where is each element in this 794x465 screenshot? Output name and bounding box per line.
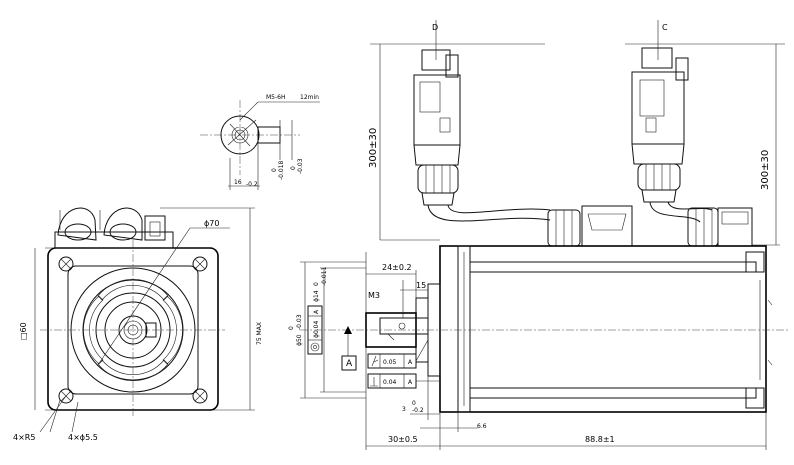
front-len-label: 30±0.5 xyxy=(388,435,418,444)
shaft-tol-upper: 0 xyxy=(271,168,278,172)
thread-spec-label: M5-6H xyxy=(266,94,286,101)
shaft-len-label: 24±0.2 xyxy=(382,263,412,272)
max-height-label: 75 MAX xyxy=(256,322,263,345)
square-label: □60 xyxy=(19,322,28,340)
pilot-dia-tol-upper: 0 xyxy=(288,326,295,330)
shaft-dia-tol-lower: -0.011 xyxy=(321,266,328,286)
holes-label: 4×ϕ5.5 xyxy=(68,433,98,442)
perp-tol-label: 0.04 xyxy=(383,379,397,386)
datum-a-label: A xyxy=(346,359,353,369)
flange-thk-label: 3 xyxy=(402,406,406,413)
shaft-tol-lower: -0.018 xyxy=(278,160,285,180)
pilot-dia-tol-lower: -0.03 xyxy=(296,314,303,330)
shaft-dia-label: ϕ14 xyxy=(313,290,320,302)
concentric-datum: A xyxy=(313,309,320,314)
runout-datum: A xyxy=(408,359,413,366)
key-len-label: 15 xyxy=(416,281,426,290)
m3-label: M3 xyxy=(368,291,380,300)
connector-c-label: C xyxy=(662,23,668,32)
keyway-tol-lower: -0.03 xyxy=(297,158,304,174)
key-width-label: 16 xyxy=(234,179,242,186)
flange-thk-tol-lower: -0.2 xyxy=(412,407,424,414)
thread-depth-label: 12min xyxy=(300,94,319,101)
cable-len-left-label: 300±30 xyxy=(368,128,379,168)
keyway-tol-upper: 0 xyxy=(290,166,297,170)
shaft-dia-tol-upper: 0 xyxy=(313,282,320,286)
side-view: D C 300±30 300±30 xyxy=(288,20,790,450)
flange-thk-tol-upper: 0 xyxy=(412,400,416,407)
perp-datum: A xyxy=(408,379,413,386)
pilot-dia-label: ϕ50 xyxy=(296,334,303,346)
body-len-label: 88.8±1 xyxy=(585,435,615,444)
key-width-tol: -0.2 xyxy=(246,181,258,188)
front-view: ϕ70 □60 75 MAX 4×R5 4×ϕ5.5 xyxy=(13,207,263,442)
pcd-label: ϕ70 xyxy=(204,219,219,228)
connector-d-label: D xyxy=(432,23,438,32)
corner-radius-label: 4×R5 xyxy=(13,433,35,442)
shaft-end-detail: M5-6H 12min 16 -0.2 0 -0.018 0 -0.03 xyxy=(200,94,320,190)
flange-width-label: 6.6 xyxy=(477,423,487,430)
concentric-tol-label: ϕ0.04 xyxy=(313,321,320,339)
cable-len-right-label: 300±30 xyxy=(760,150,771,190)
runout-tol-label: 0.05 xyxy=(383,359,397,366)
